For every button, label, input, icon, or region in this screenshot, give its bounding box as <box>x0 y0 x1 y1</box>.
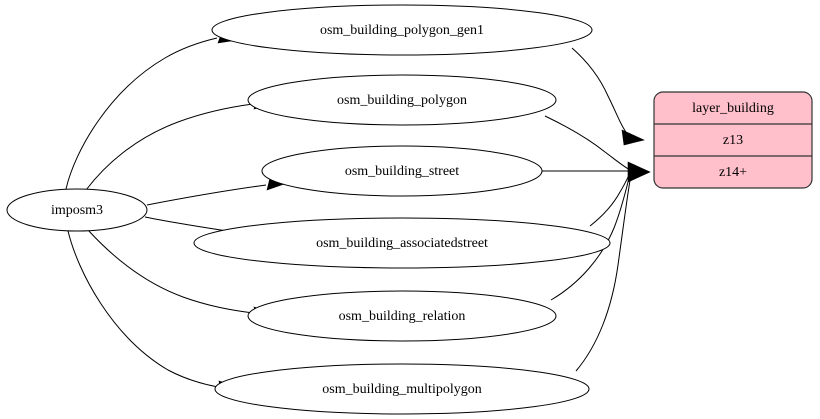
edge-polygon-gen1-to-z13 <box>571 47 629 136</box>
node-osm_building_multipolygon-label: osm_building_multipolygon <box>322 382 481 397</box>
node-osm_building_polygon_gen1-shape <box>211 4 593 56</box>
edge-imposm3-to-relation <box>87 229 254 314</box>
node-osm_building_associatedstreet[interactable]: osm_building_associatedstreet <box>193 217 611 269</box>
node-osm_building_polygon[interactable]: osm_building_polygon <box>247 74 557 126</box>
edge-imposm3-to-street <box>146 184 267 206</box>
node-imposm3-label: imposm3 <box>51 203 103 218</box>
node-imposm3-shape <box>6 188 148 232</box>
node-osm_building_relation-label: osm_building_relation <box>339 309 466 324</box>
edge-imposm3-to-polygon <box>85 103 254 191</box>
layer-building-row-z13: z13 <box>723 133 743 148</box>
node-osm_building_polygon_gen1-label: osm_building_polygon_gen1 <box>320 23 484 38</box>
node-osm_building_polygon-shape <box>247 74 557 126</box>
node-osm_building_associatedstreet-shape <box>193 217 611 269</box>
layer-building-row-name: layer_building <box>692 101 774 116</box>
arrowhead-z14plus <box>627 161 651 183</box>
node-osm_building_multipolygon-shape <box>214 363 590 415</box>
node-osm_building_street[interactable]: osm_building_street <box>261 145 543 197</box>
node-osm_building_associatedstreet-label: osm_building_associatedstreet <box>316 236 488 251</box>
edge-group-source-to-tables <box>65 37 267 388</box>
arrowhead-group-layer <box>621 129 651 183</box>
layer-building-box <box>653 91 813 189</box>
node-imposm3[interactable]: imposm3 <box>6 188 148 232</box>
edge-polygon-to-z14plus <box>544 115 631 171</box>
layer-building-row-z14plus: z14+ <box>719 165 747 180</box>
arrowhead-z13 <box>621 129 645 146</box>
node-osm_building_street-shape <box>261 145 543 197</box>
node-layer_building[interactable]: layer_building z13 z14+ <box>653 91 813 189</box>
node-osm_building_multipolygon[interactable]: osm_building_multipolygon <box>214 363 590 415</box>
edge-group-tables-to-layer <box>542 47 632 372</box>
node-osm_building_relation[interactable]: osm_building_relation <box>247 290 557 342</box>
edge-multipolygon-to-z14plus <box>575 174 632 372</box>
node-osm_building_street-label: osm_building_street <box>345 164 459 179</box>
edge-imposm3-to-polygon-gen1 <box>65 37 218 190</box>
node-osm_building_polygon-label: osm_building_polygon <box>337 93 467 108</box>
node-osm_building_relation-shape <box>247 290 557 342</box>
edge-relation-to-z14plus <box>550 173 631 301</box>
edge-imposm3-to-multipolygon <box>67 230 219 388</box>
node-osm_building_polygon_gen1[interactable]: osm_building_polygon_gen1 <box>211 4 593 56</box>
